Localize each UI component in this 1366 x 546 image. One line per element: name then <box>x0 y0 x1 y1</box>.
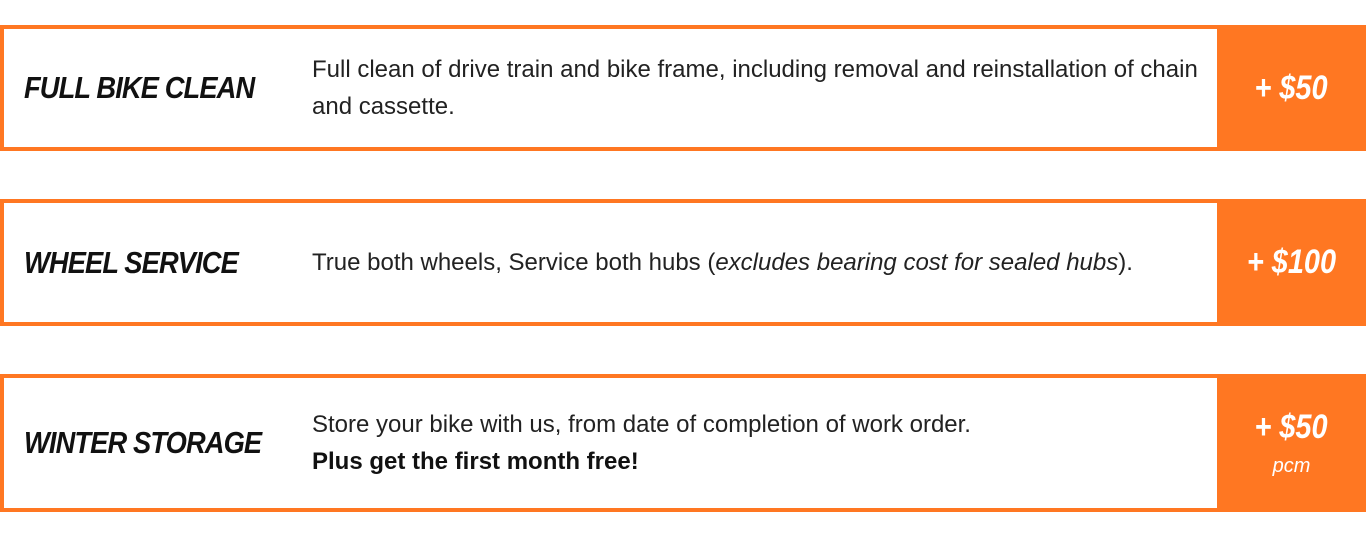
price-box: + $100 <box>1217 199 1366 326</box>
service-row-full-bike-clean: FULL BIKE CLEAN Full clean of drive trai… <box>0 25 1366 151</box>
service-title-text: FULL BIKE CLEAN <box>24 70 255 105</box>
price-amount: + $100 <box>1246 243 1337 281</box>
service-row-winter-storage: WINTER STORAGE Store your bike with us, … <box>0 374 1366 512</box>
service-title: FULL BIKE CLEAN <box>4 29 290 147</box>
price-amount: + $50 <box>1254 68 1329 107</box>
description-text: True both wheels, Service both hubs (exc… <box>312 244 1200 281</box>
description-italic: excludes bearing cost for sealed hubs <box>715 249 1119 276</box>
price-amount: + $50 <box>1254 408 1329 446</box>
service-description: Store your bike with us, from date of co… <box>312 378 1200 508</box>
service-title-text: WHEEL SERVICE <box>24 244 239 280</box>
description-start: True both wheels, Service both hubs ( <box>312 249 716 276</box>
price-box: + $50 <box>1217 25 1366 151</box>
service-row-wheel-service: WHEEL SERVICE True both wheels, Service … <box>0 199 1366 326</box>
service-title: WINTER STORAGE <box>4 378 290 508</box>
description-end: ). <box>1118 249 1133 276</box>
service-description: Full clean of drive train and bike frame… <box>312 29 1200 147</box>
description-text: Full clean of drive train and bike frame… <box>312 56 1198 120</box>
description-bold: Plus get the first month free! <box>312 448 639 475</box>
service-title: WHEEL SERVICE <box>4 203 290 322</box>
price-unit: pcm <box>1272 455 1311 477</box>
service-title-text: WINTER STORAGE <box>24 425 262 460</box>
description-text: Store your bike with us, from date of co… <box>312 411 971 438</box>
service-description: True both wheels, Service both hubs (exc… <box>312 203 1200 322</box>
price-box: + $50 pcm <box>1217 374 1366 512</box>
